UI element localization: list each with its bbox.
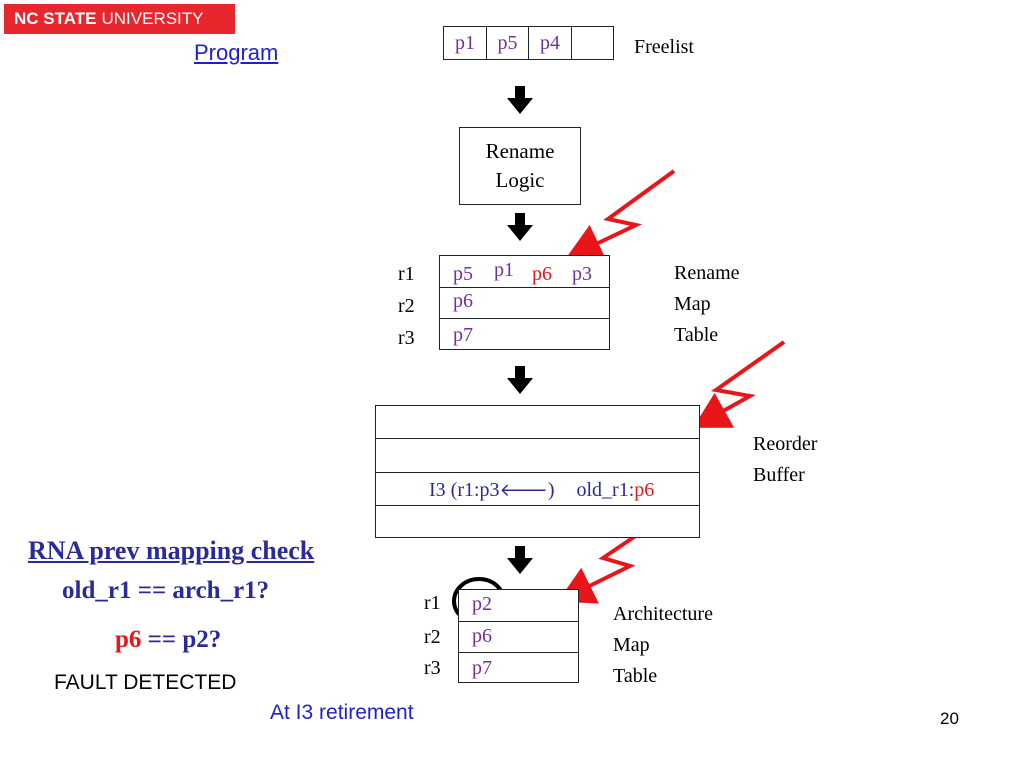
arch-map-label-line: Map xyxy=(613,634,650,656)
rob-label-line: Buffer xyxy=(753,464,805,486)
flow-arrow-1 xyxy=(507,86,533,114)
rename-r2-value: p6 xyxy=(453,290,473,312)
flow-arrow-3 xyxy=(507,366,533,394)
rename-map-table: p5 p1 p6 p3 p6 p7 xyxy=(439,255,610,350)
rename-reg-r1: r1 xyxy=(398,263,415,285)
arch-reg-r2: r2 xyxy=(424,626,441,648)
rename-logic-line1: Rename xyxy=(485,138,555,163)
rename-map-label: Rename Map Table xyxy=(674,258,740,351)
rob-entry-inst: I3 (r1:p3 xyxy=(429,479,500,501)
rename-logic-line2: Logic xyxy=(495,168,545,192)
logo-rest-text: UNIVERSITY xyxy=(101,9,204,28)
freelist-box: p1 p5 p4 xyxy=(443,26,614,60)
freelist-cell: p5 xyxy=(487,27,529,59)
page-number: 20 xyxy=(940,709,959,728)
rename-logic-box: Rename Logic xyxy=(459,127,581,205)
flow-arrow-2 xyxy=(507,213,533,241)
freelist-label: Freelist xyxy=(634,36,694,58)
rename-map-label-line: Table xyxy=(674,324,719,346)
arch-map-label-line: Table xyxy=(613,665,658,687)
university-logo: NC STATE UNIVERSITY xyxy=(4,4,235,34)
check-line2: p6 == p2? xyxy=(115,626,221,654)
logo-bold-text: NC STATE xyxy=(14,9,97,28)
arch-r3-value: p7 xyxy=(472,657,492,679)
reorder-buffer: I3 (r1:p3🡐) old_r1:p6 xyxy=(375,405,700,538)
check-line1: old_r1 == arch_r1? xyxy=(62,577,270,604)
fault-bolt-arch xyxy=(557,518,661,604)
arch-map-label: Architecture Map Table xyxy=(613,599,713,692)
arch-reg-r3: r3 xyxy=(424,657,441,679)
freelist-cell xyxy=(572,27,613,59)
rob-entry-close: ) xyxy=(547,479,555,501)
rob-old-r1-value: p6 xyxy=(634,479,655,501)
rename-r1-current: p3 xyxy=(572,263,592,285)
fault-bolt-rob xyxy=(693,340,786,428)
check-title: RNA prev mapping check xyxy=(28,536,315,565)
arch-map-label-line: Architecture xyxy=(613,603,713,625)
freelist-cell: p1 xyxy=(444,27,487,59)
retirement-caption: At I3 retirement xyxy=(270,701,414,724)
rename-map-label-line: Rename xyxy=(674,262,740,284)
left-arrow-icon: 🡐 xyxy=(499,480,548,500)
freelist-cell: p4 xyxy=(529,27,572,59)
check-line2-red: p6 xyxy=(115,626,142,653)
fault-bolt-rename xyxy=(565,169,676,262)
rob-label: Reorder Buffer xyxy=(753,429,817,491)
check-line2-rest: == p2? xyxy=(141,626,222,653)
rename-reg-r3: r3 xyxy=(398,327,415,349)
rob-old-r1-label: old_r1: xyxy=(576,479,635,501)
rename-map-label-line: Map xyxy=(674,293,711,315)
rob-label-line: Reorder xyxy=(753,433,818,455)
flow-arrow-4 xyxy=(507,546,533,574)
rename-r1-old-p6: p6 xyxy=(532,263,552,285)
rename-reg-r2: r2 xyxy=(398,295,415,317)
rename-r1-old-p5: p5 xyxy=(453,263,473,285)
program-link[interactable]: Program xyxy=(194,40,279,65)
rob-entry-i3: I3 (r1:p3🡐) old_r1:p6 xyxy=(429,479,654,502)
rename-r1-old-p1: p1 xyxy=(494,259,514,281)
arch-r1-value: p2 xyxy=(472,593,492,615)
rename-r3-value: p7 xyxy=(453,324,473,346)
arch-r2-value: p6 xyxy=(472,625,492,647)
arch-reg-r1: r1 xyxy=(424,592,441,614)
architecture-map-table: p2 p6 p7 xyxy=(458,589,579,683)
fault-detected-text: FAULT DETECTED xyxy=(54,671,237,694)
